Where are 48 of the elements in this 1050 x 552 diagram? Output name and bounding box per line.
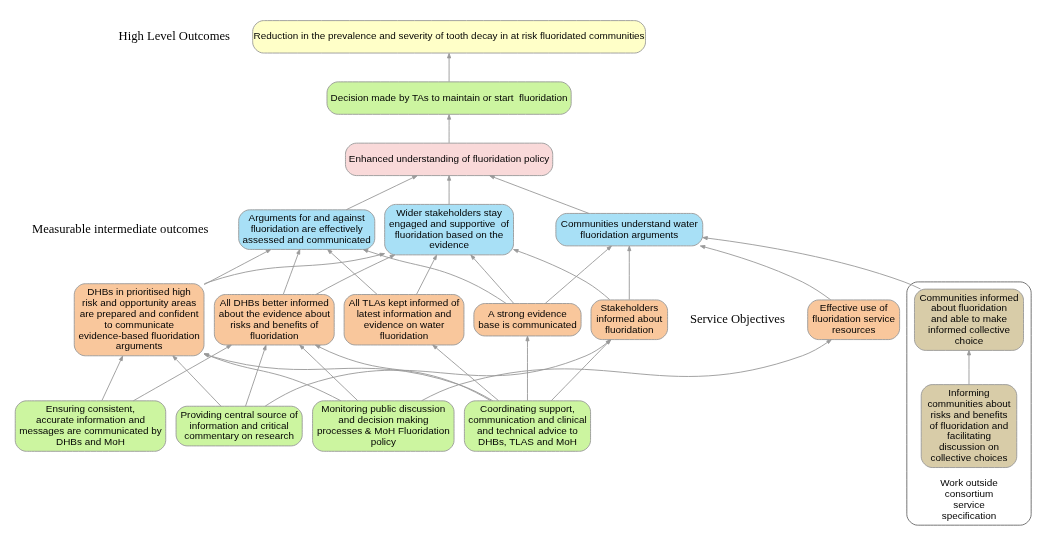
arrow bbox=[345, 174, 418, 210]
arrow bbox=[470, 254, 515, 304]
arrow bbox=[447, 52, 452, 82]
arrow bbox=[245, 344, 267, 407]
arrow bbox=[327, 248, 378, 295]
arrow bbox=[299, 344, 359, 401]
arrow bbox=[101, 355, 124, 401]
node-box: Informing communities about risks and benefits of fluoridation and facilitating discussion on collective choices bbox=[920, 383, 1018, 468]
arrow bbox=[966, 349, 972, 385]
arrow bbox=[203, 248, 272, 285]
node-box: Reduction in the prevalence and severity of tooth decay in at risk fluoridated communities bbox=[252, 19, 646, 53]
node-box: A strong evidence base is communicated bbox=[473, 302, 582, 336]
arrow bbox=[203, 352, 342, 401]
node-box: Wider stakeholders stay engaged and supportive of fluoridation based on the evidence bbox=[384, 203, 514, 255]
node-box: Decision made by TAs to maintain or start fluoridation bbox=[326, 80, 572, 115]
arrow bbox=[132, 344, 232, 401]
arrow bbox=[203, 353, 494, 401]
node-box: Monitoring public discussion and decision making processes & MoH Fluoridation policy bbox=[312, 399, 455, 452]
arrow bbox=[314, 344, 492, 401]
arrow bbox=[544, 245, 612, 304]
node-box: Stakeholders informed about fluoridation bbox=[590, 299, 669, 340]
node-box: Coordinating support, communication and clinical and technical advice to DHBs, TLAS and MoH bbox=[463, 399, 591, 452]
node-box: Providing central source of information and critical commentary on research bbox=[175, 405, 303, 446]
arrow bbox=[362, 248, 507, 304]
arrow bbox=[282, 248, 301, 295]
label: Service Objectives bbox=[689, 311, 785, 326]
arrow bbox=[489, 174, 590, 214]
node-box: Communities informed about fluoridation and able to make informed collective choice bbox=[914, 288, 1024, 351]
node-box: All DHBs better informed about the evidence about risks and benefits of fluoridation bbox=[213, 293, 335, 345]
arrow bbox=[432, 344, 499, 401]
arrow bbox=[699, 244, 832, 300]
node-box: Communities understand water fluoridation arguments bbox=[555, 212, 704, 246]
label: Measurable intermediate outcomes bbox=[31, 221, 209, 236]
arrow bbox=[702, 235, 922, 289]
arrow bbox=[172, 355, 222, 407]
arrow bbox=[447, 174, 452, 205]
arrow bbox=[416, 254, 437, 295]
arrow bbox=[447, 113, 452, 143]
arrow bbox=[525, 335, 530, 401]
node-box: Enhanced understanding of fluoridation policy bbox=[345, 142, 554, 176]
node-box: Ensuring consistent, accurate information and messages are communicated by DHBs and MoH bbox=[14, 399, 167, 452]
node-box: Arguments for and against fluoridation are effectively assessed and communicated bbox=[238, 208, 376, 250]
node-box: All TLAs kept informed of latest information and evidence on water fluoridation bbox=[343, 293, 465, 345]
node-box: Effective use of fluoridation service resources bbox=[807, 299, 901, 340]
arrow bbox=[627, 245, 632, 300]
label: High Level Outcomes bbox=[118, 28, 230, 43]
node-box: DHBs in prioritised high risk and opportunity areas are prepared and confident to communicate evidence-based fluoridation arguments bbox=[73, 282, 205, 356]
arrow bbox=[513, 248, 611, 300]
